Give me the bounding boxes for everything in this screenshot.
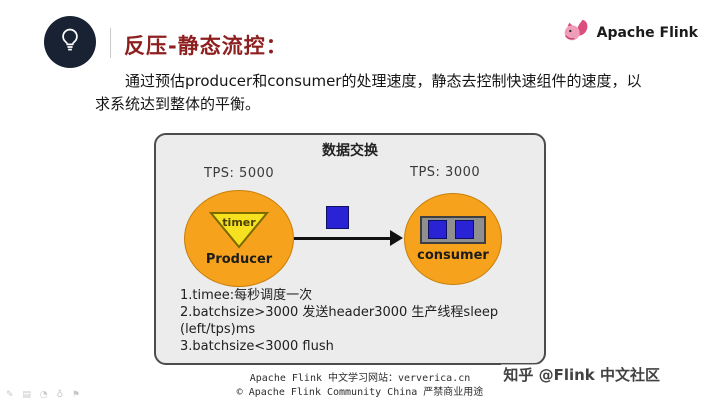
consumer-tps-label: TPS: 3000 (410, 165, 481, 180)
lightbulb-icon (56, 26, 84, 58)
watermark-icons: ✎ ▤ ◔ ♁ ⚑ (6, 390, 84, 400)
flow-arrow (294, 237, 392, 240)
consumer-node: consumer (404, 193, 502, 285)
producer-tps-label: TPS: 5000 (204, 166, 275, 181)
footer-copyright-line: © Apache Flink Community China 严禁商业用途 (236, 387, 484, 398)
consumer-buffer (420, 215, 486, 244)
producer-label: Producer (205, 252, 273, 267)
diagram-title: 数据交换 (322, 143, 378, 159)
packet-square (326, 206, 349, 229)
zhihu-watermark: 知乎 @Flink 中文社区 (501, 364, 662, 385)
lightbulb-badge (44, 16, 96, 68)
producer-node: timer Producer (184, 190, 294, 287)
note-line: 1.timee:每秒调度一次 (180, 288, 313, 303)
buffer-slot (428, 220, 447, 239)
timer-triangle-icon: timer (206, 210, 272, 254)
diagram-box: 数据交换 TPS: 5000 TPS: 3000 timer Producer … (154, 133, 546, 365)
divider (110, 28, 111, 58)
page-title: 反压-静态流控： (124, 34, 288, 58)
diagram-notes: 1.timee:每秒调度一次 2.batchsize>3000 发送header… (180, 287, 532, 356)
note-line: 2.batchsize>3000 发送header3000 生产线程sleep … (180, 305, 499, 338)
brand-name: Apache Flink (596, 25, 698, 41)
timer-label: timer (222, 216, 256, 229)
footer-site-line: Apache Flink 中文学习网站：ververica.cn (249, 373, 471, 384)
body-text: 通过预估producer和consumer的处理速度，静态去控制快速组件的速度，… (95, 72, 642, 114)
flow-arrow-head-icon (390, 230, 403, 246)
note-line: 3.batchsize<3000 flush (180, 339, 334, 355)
consumer-label: consumer (417, 247, 489, 263)
brand: Apache Flink (560, 16, 698, 50)
buffer-slot (455, 220, 474, 239)
flink-squirrel-icon (560, 16, 590, 50)
